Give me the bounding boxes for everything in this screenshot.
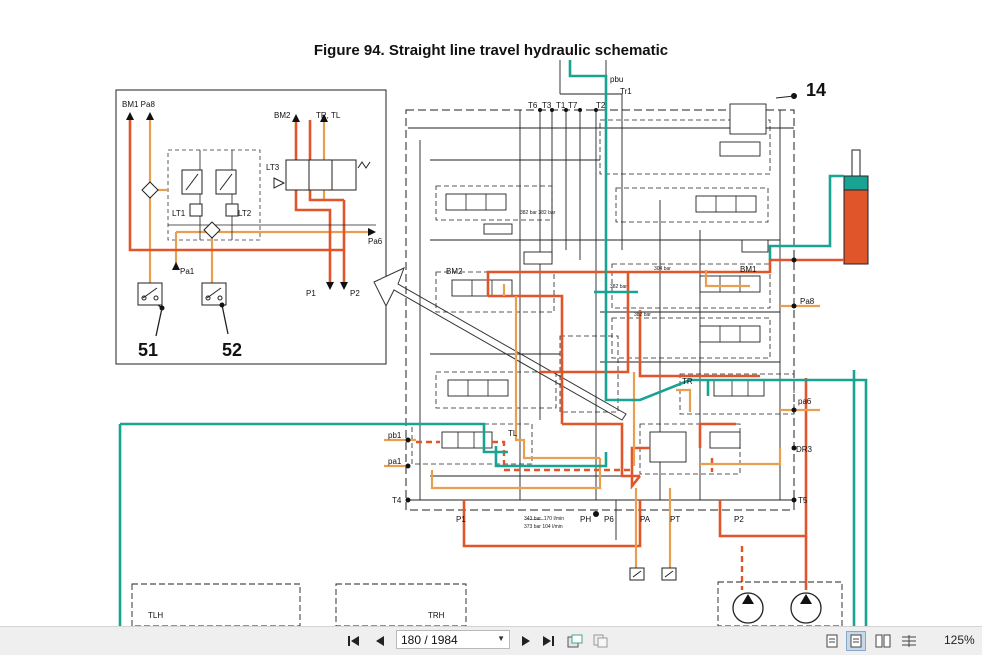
callout-52: 52	[222, 340, 242, 360]
label-inset-bm2: BM2	[274, 111, 291, 120]
svg-text:382 bar: 382 bar	[634, 312, 651, 318]
label-inset-pa1: Pa1	[180, 267, 195, 276]
label-pb1: pb1	[388, 431, 402, 440]
label-t7: T7	[568, 101, 578, 110]
label-pa1: pa1	[388, 457, 402, 466]
svg-text:304 bar: 304 bar	[654, 266, 671, 272]
label-p1: P1	[456, 515, 466, 524]
label-tl: TL	[508, 429, 518, 438]
page-number-field[interactable]: 180 / 1984 ▼	[396, 630, 510, 649]
label-dr3: DR3	[796, 445, 813, 454]
single-page-view-icon[interactable]	[824, 631, 840, 651]
label-pbu: pbu	[610, 75, 623, 84]
label-inset-pa6: Pa6	[368, 237, 383, 246]
document-page: Figure 94. Straight line travel hydrauli…	[115, 42, 869, 626]
label-t1: T1	[556, 101, 566, 110]
copy-page-icon[interactable]	[592, 631, 610, 651]
label-ph: PH	[580, 515, 591, 524]
svg-text:3̶4̶3̶ ̶b̶a̶r̶ ̶ 170 l/min: 3̶4̶3̶ ̶b̶a̶r̶ ̶ 170 l/min	[524, 516, 564, 522]
svg-text:382 bar 382 bar: 382 bar 382 bar	[520, 210, 556, 216]
last-page-icon[interactable]	[540, 631, 556, 651]
label-t2: T2	[596, 101, 606, 110]
label-tr1: Tr1	[620, 87, 632, 96]
label-t4: T4	[392, 496, 402, 505]
viewer-toolbar: 180 / 1984 ▼ 125%	[0, 626, 982, 655]
figure-title: Figure 94. Straight line travel hydrauli…	[313, 42, 669, 59]
callout-51: 51	[138, 340, 158, 360]
label-pa8: Pa8	[800, 297, 815, 306]
svg-text:373 bar 104 l/min: 373 bar 104 l/min	[524, 524, 563, 530]
label-trh: TRH	[428, 611, 445, 620]
pump-symbols	[717, 581, 843, 626]
page-dropdown-icon[interactable]: ▼	[497, 634, 505, 643]
page-indicator: 180 / 1984	[401, 632, 458, 647]
label-pt: PT	[670, 515, 680, 524]
label-tr-tl: TR, TL	[316, 111, 341, 120]
next-page-icon[interactable]	[518, 631, 534, 651]
label-lt1: LT1	[172, 209, 186, 218]
label-bm1: BM1	[740, 265, 757, 274]
label-t3: T3	[542, 101, 552, 110]
two-page-view-icon[interactable]	[874, 631, 892, 651]
inset-detail: BM1 Pa8 BM2 TR, TL LT3 LT1 LT2 Pa6 Pa1 P…	[115, 89, 387, 365]
label-bm2: BM2	[446, 267, 463, 276]
main-schematic: 3̶4̶3̶ ̶b̶a̶r̶ ̶ 170 l/min 373 bar 104 l…	[118, 60, 869, 626]
label-tlh: TLH	[148, 611, 163, 620]
export-icon[interactable]	[566, 631, 584, 651]
label-t6: T6	[528, 101, 538, 110]
label-bm1-pa8: BM1 Pa8	[122, 100, 155, 109]
label-t5: T5	[798, 496, 808, 505]
label-pa6: pa6	[798, 397, 812, 406]
label-p2: P2	[734, 515, 744, 524]
label-pa: PA	[640, 515, 651, 524]
two-page-continuous-icon[interactable]	[900, 631, 918, 651]
zoom-level[interactable]: 125%	[944, 633, 975, 647]
label-inset-p1: P1	[306, 289, 316, 298]
hydraulic-schematic: BM1 Pa8 BM2 TR, TL LT3 LT1 LT2 Pa6 Pa1 P…	[115, 60, 869, 626]
continuous-view-icon[interactable]	[846, 631, 866, 651]
label-lt3: LT3	[266, 163, 280, 172]
label-lt2: LT2	[238, 209, 252, 218]
label-inset-p2: P2	[350, 289, 360, 298]
label-p6: P6	[604, 515, 614, 524]
previous-page-icon[interactable]	[372, 631, 388, 651]
label-tr: TR	[682, 377, 693, 386]
first-page-icon[interactable]	[346, 631, 362, 651]
callout-14: 14	[806, 80, 826, 100]
svg-text:382 bar: 382 bar	[610, 284, 627, 290]
hydraulic-cylinder	[843, 149, 869, 265]
